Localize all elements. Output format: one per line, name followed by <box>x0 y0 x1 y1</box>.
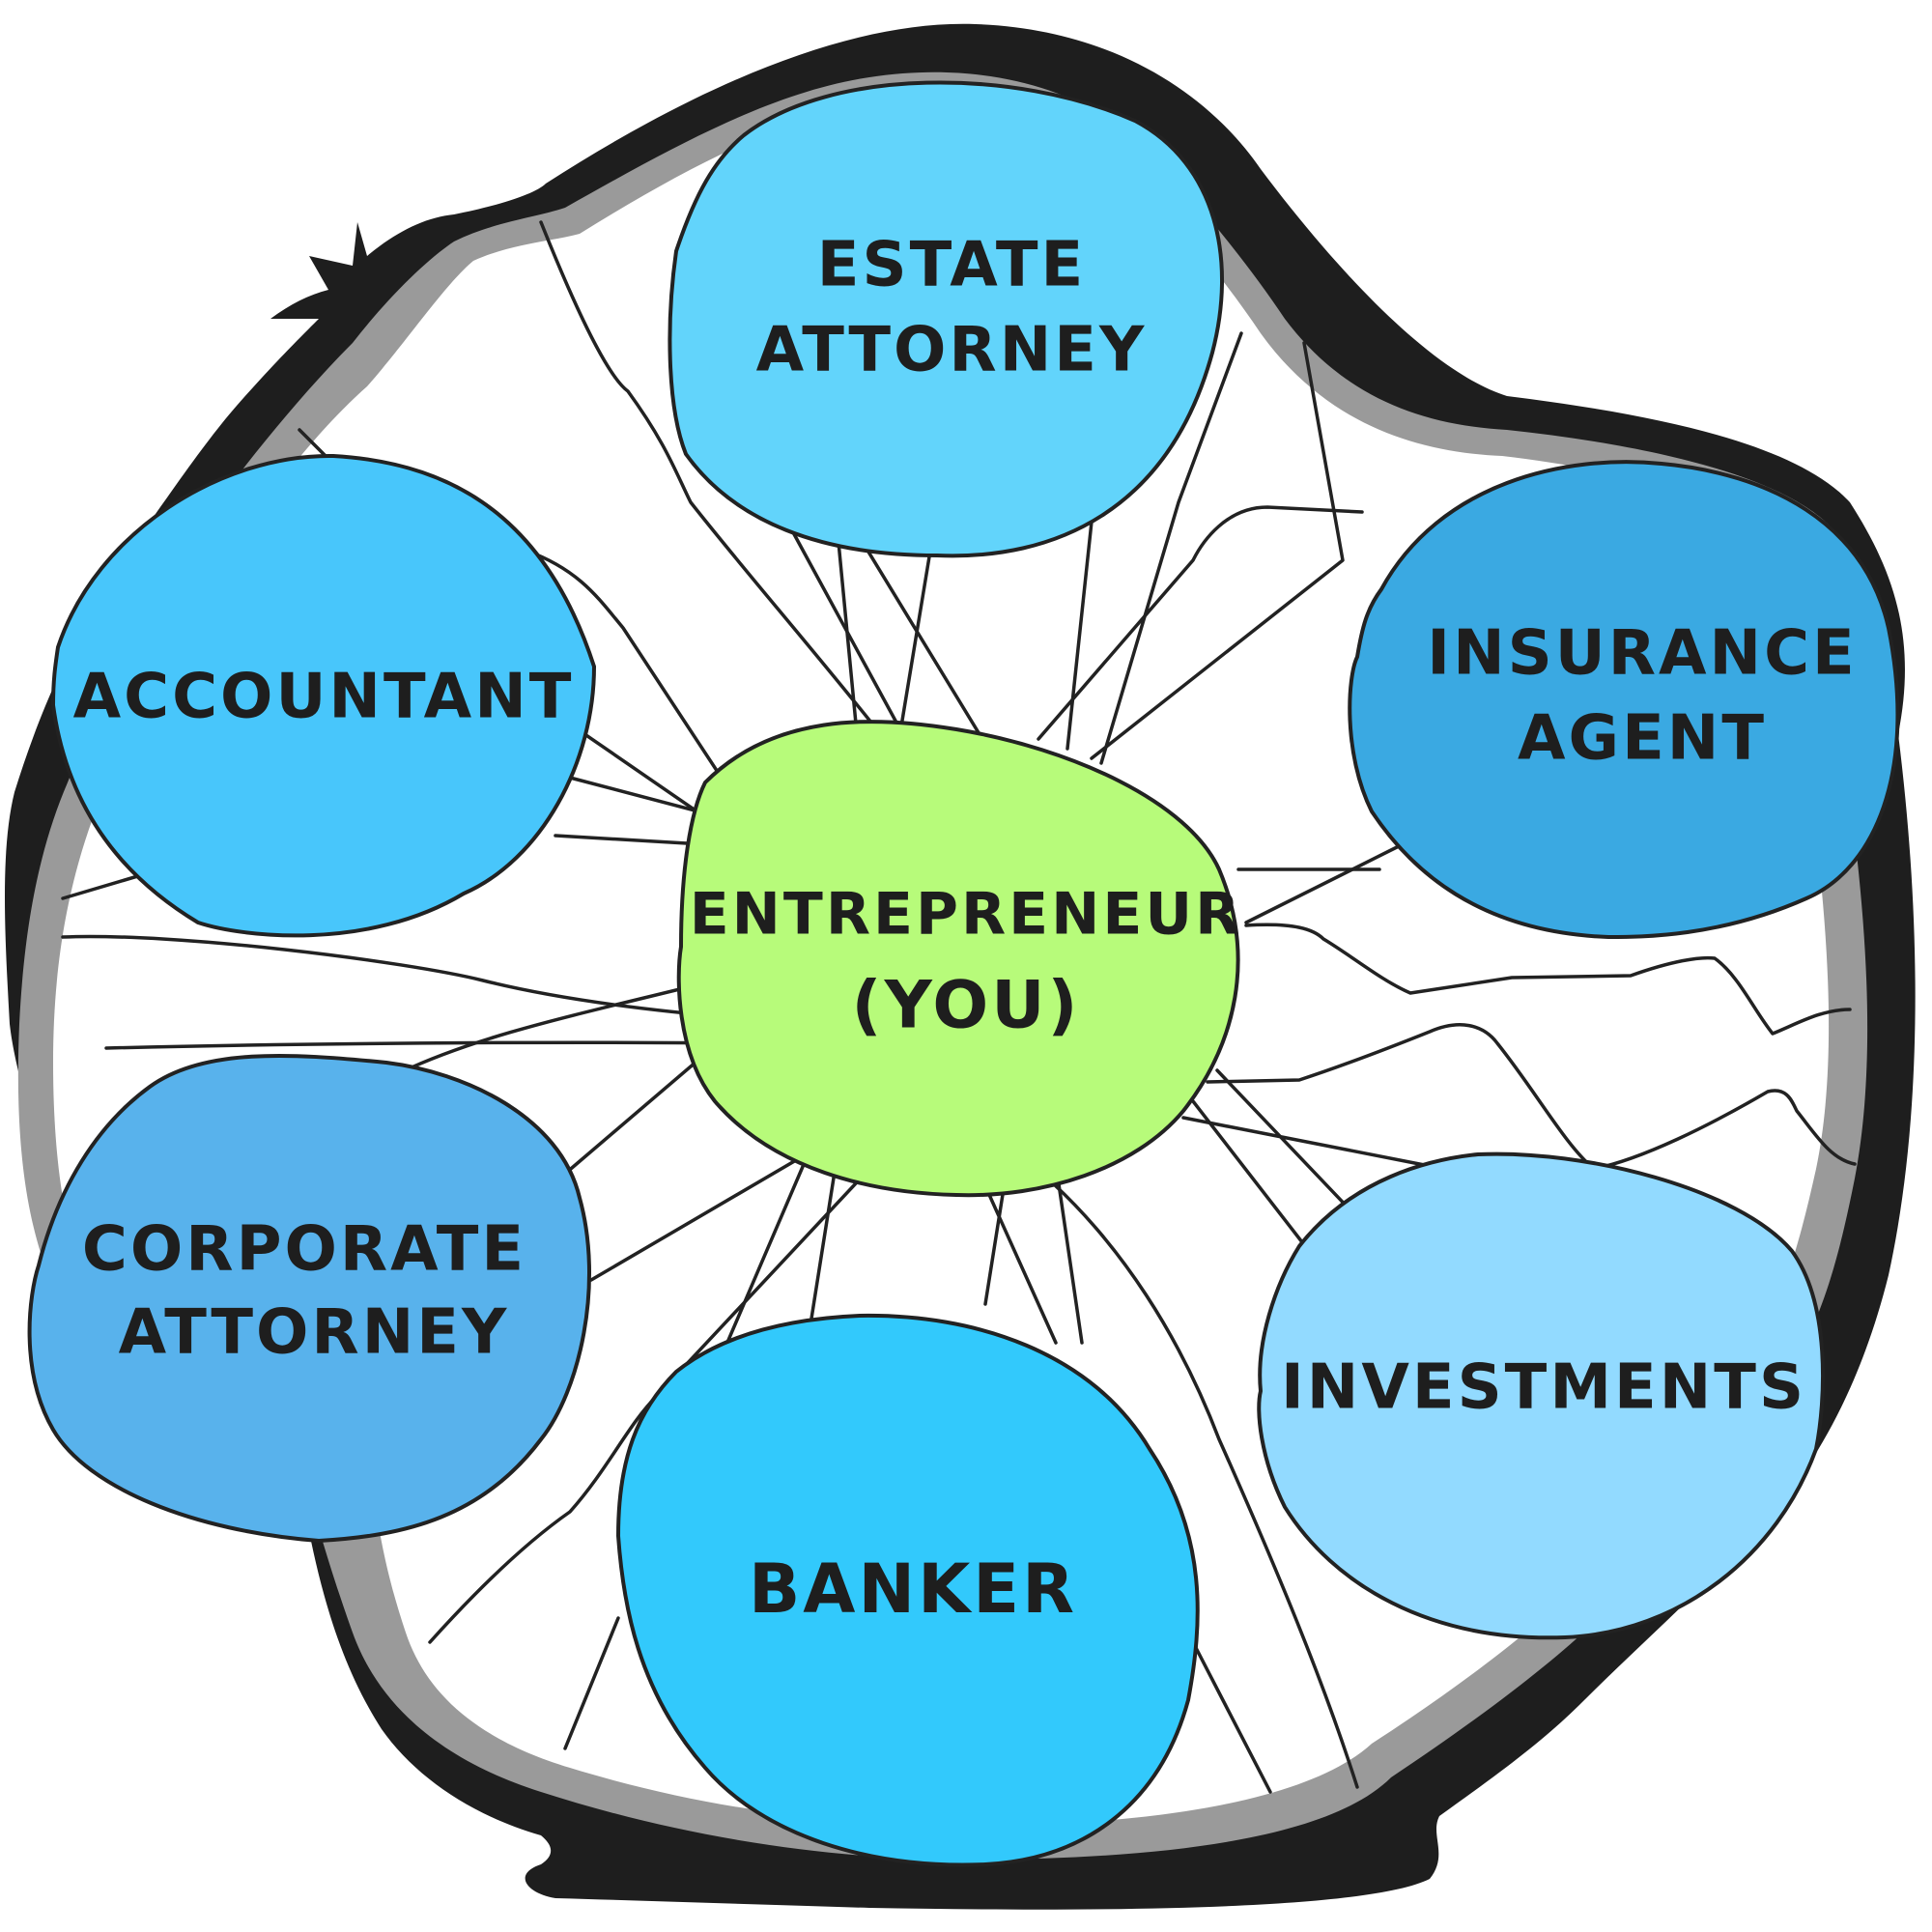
entrepreneur-subtitle: (YOU) <box>852 968 1081 1044</box>
node-investments: INVESTMENTS <box>1257 1151 1826 1640</box>
node-entrepreneur-center: ENTREPRENEUR (YOU) <box>676 720 1243 1198</box>
corporate-attorney-line2: ATTORNEY <box>119 1297 510 1369</box>
entrepreneur-title: ENTREPRENEUR <box>690 881 1243 949</box>
estate-attorney-line1: ESTATE <box>817 230 1086 301</box>
banker-label: BANKER <box>749 1549 1077 1629</box>
node-insurance-agent: INSURANCE AGENT <box>1348 460 1900 940</box>
investments-label: INVESTMENTS <box>1281 1352 1806 1424</box>
insurance-agent-line2: AGENT <box>1518 703 1767 775</box>
insurance-agent-line1: INSURANCE <box>1427 618 1858 690</box>
node-banker: BANKER <box>615 1313 1200 1867</box>
node-corporate-attorney: CORPORATE ATTORNEY <box>27 1053 591 1544</box>
estate-attorney-line2: ATTORNEY <box>756 315 1148 386</box>
node-accountant: ACCOUNTANT <box>50 453 597 938</box>
connection-lines <box>61 220 1857 1794</box>
node-estate-attorney: ESTATE ATTORNEY <box>668 80 1224 558</box>
accountant-label: ACCOUNTANT <box>73 662 575 733</box>
corporate-attorney-line1: CORPORATE <box>82 1214 526 1286</box>
